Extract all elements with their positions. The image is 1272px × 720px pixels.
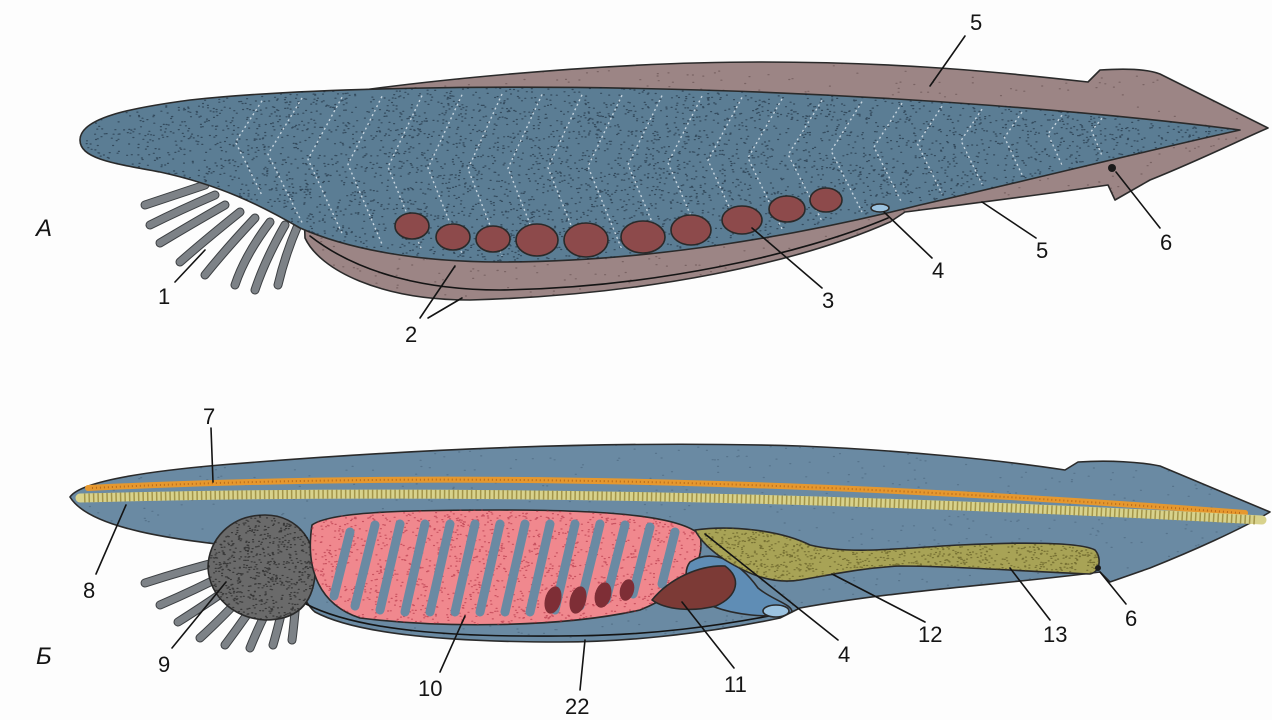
leader-line [580,640,585,690]
leader-line [428,298,462,318]
panel-label-a: А [34,215,52,242]
anus-a [1108,164,1116,172]
label-diverticulum: 11 [724,672,747,697]
label-oral-hood: 9 [158,652,170,677]
label-atriopore-a: 4 [932,258,944,283]
label-gut: 12 [918,622,942,647]
label-nerve-cord: 7 [203,404,215,429]
label-intestine: 13 [1043,622,1067,647]
gonad [516,224,558,256]
label-anus-a: 6 [1160,230,1172,255]
gonad [769,196,805,222]
gonad [722,206,762,234]
label-gonads: 3 [822,288,834,313]
label-atrium-wall: 22 [565,694,589,719]
gonad [810,188,842,212]
gonad [564,223,608,257]
figure-a: А 5 1 2 3 4 5 6 [34,10,1268,347]
cirrus [205,218,255,275]
leader-line [982,202,1036,238]
label-dorsal-fin: 5 [970,10,982,35]
label-pharynx: 10 [418,676,442,701]
anus-b [1095,565,1101,571]
leader-line [884,212,932,258]
label-folds: 2 [405,322,417,347]
label-atriopore-b: 4 [838,642,850,667]
gonad [476,226,510,252]
gonad [671,215,711,245]
gonad [395,213,429,239]
label-anus-b: 6 [1125,606,1137,631]
label-cirri: 1 [158,284,170,309]
atriopore-b [763,605,789,617]
label-notochord: 8 [83,578,95,603]
cirrus [180,212,240,262]
atriopore-a [871,204,889,212]
label-ventral-fin: 5 [1036,238,1048,263]
panel-label-b: Б [36,643,52,670]
gonad [436,224,470,250]
figure-b: Б 7 8 9 10 22 11 4 12 13 6 [36,404,1270,719]
gonad [621,221,665,253]
